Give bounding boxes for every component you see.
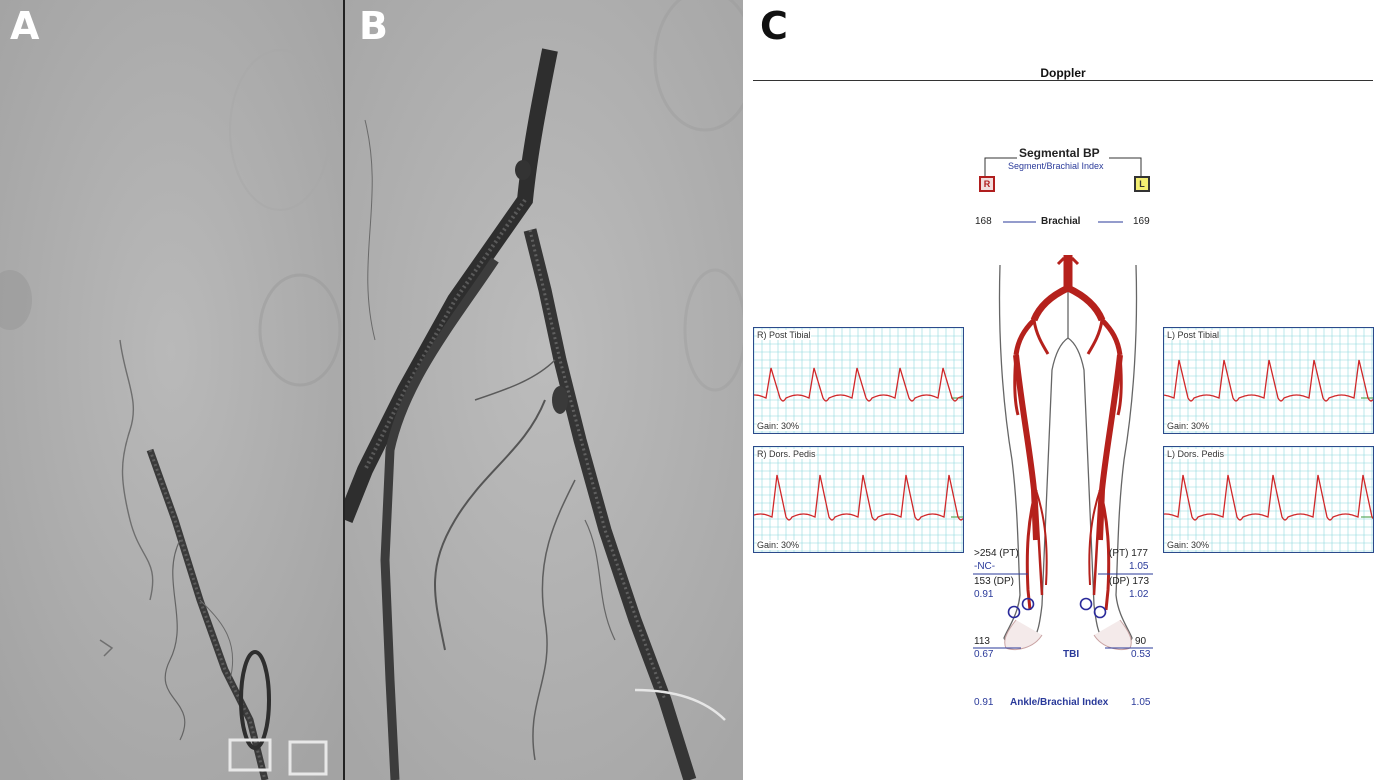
brachial-label: Brachial — [1041, 216, 1081, 227]
waveform-l-post-tibial-gain: Gain: 30% — [1167, 421, 1210, 431]
segmental-bp-title: Segmental BP — [1019, 146, 1100, 160]
right-pt-index: -NC- — [974, 561, 996, 572]
tbi-right-value: 113 — [974, 636, 990, 647]
waveform-l-dors-pedis: L) Dors. Pedis Gain: 30% — [1163, 446, 1374, 553]
waveform-l-post-tibial: L) Post Tibial Gain: 30% — [1163, 327, 1374, 434]
brachial-lines — [1003, 221, 1123, 223]
waveform-trace — [1164, 474, 1373, 521]
waveform-l-dors-pedis-trace — [1164, 447, 1373, 552]
waveform-r-post-tibial-trace — [754, 328, 963, 433]
ankle-guide-lines — [973, 573, 1153, 575]
waveform-l-post-tibial-label: L) Post Tibial — [1167, 330, 1220, 340]
waveform-trace — [1164, 359, 1373, 402]
panel-a-label: A — [10, 4, 40, 48]
brachial-left-value: 169 — [1133, 216, 1150, 227]
tbi-left-index: 0.53 — [1131, 649, 1151, 660]
left-pt-pressure: (PT) 177 — [1109, 548, 1148, 559]
waveform-l-dors-pedis-label: L) Dors. Pedis — [1167, 449, 1225, 459]
waveform-r-dors-pedis-label: R) Dors. Pedis — [757, 449, 816, 459]
leg-artery-diagram — [998, 255, 1138, 650]
waveform-r-dors-pedis: R) Dors. Pedis Gain: 30% — [753, 446, 964, 553]
angiogram-image-a — [0, 0, 343, 780]
left-dp-index: 1.02 — [1129, 589, 1149, 600]
left-pt-index: 1.05 — [1129, 561, 1149, 572]
doppler-report-panel: Doppler Segmental BP Segment/Brachial In… — [743, 0, 1390, 780]
left-side-marker: L — [1134, 176, 1150, 192]
right-pt-pressure: >254 (PT) — [974, 548, 1019, 559]
tbi-guide-lines — [973, 647, 1153, 649]
tbi-label: TBI — [1063, 649, 1080, 660]
abi-left: 1.05 — [1131, 697, 1151, 708]
right-dp-index: 0.91 — [974, 589, 994, 600]
waveform-r-post-tibial-gain: Gain: 30% — [757, 421, 800, 431]
waveform-r-post-tibial-label: R) Post Tibial — [757, 330, 811, 340]
brachial-right-value: 168 — [975, 216, 992, 227]
tbi-left-value: 90 — [1135, 636, 1147, 647]
segmental-bracket — [984, 157, 1142, 176]
abi-right: 0.91 — [974, 697, 994, 708]
waveform-l-dors-pedis-gain: Gain: 30% — [1167, 540, 1210, 550]
panel-b-label: B — [359, 4, 388, 48]
angiogram-image-b — [345, 0, 743, 780]
panel-c-label: C — [760, 4, 788, 48]
left-dp-pressure: (DP) 173 — [1109, 576, 1150, 587]
right-dp-pressure: 153 (DP) — [974, 576, 1015, 587]
waveform-r-post-tibial: R) Post Tibial Gain: 30% — [753, 327, 964, 434]
waveform-trace — [754, 367, 963, 402]
waveform-trace — [754, 474, 963, 521]
segmental-bp-subtitle: Segment/Brachial Index — [1008, 161, 1104, 171]
doppler-title-rule — [753, 80, 1373, 81]
waveform-r-dors-pedis-gain: Gain: 30% — [757, 540, 800, 550]
doppler-title: Doppler — [1040, 66, 1086, 80]
right-side-marker: R — [979, 176, 995, 192]
angiogram-panel-b: B — [345, 0, 743, 780]
panel-divider — [343, 0, 345, 780]
abi-label: Ankle/Brachial Index — [1010, 697, 1109, 708]
waveform-r-dors-pedis-trace — [754, 447, 963, 552]
angiogram-panel-a: A — [0, 0, 343, 780]
tbi-right-index: 0.67 — [974, 649, 994, 660]
waveform-l-post-tibial-trace — [1164, 328, 1373, 433]
